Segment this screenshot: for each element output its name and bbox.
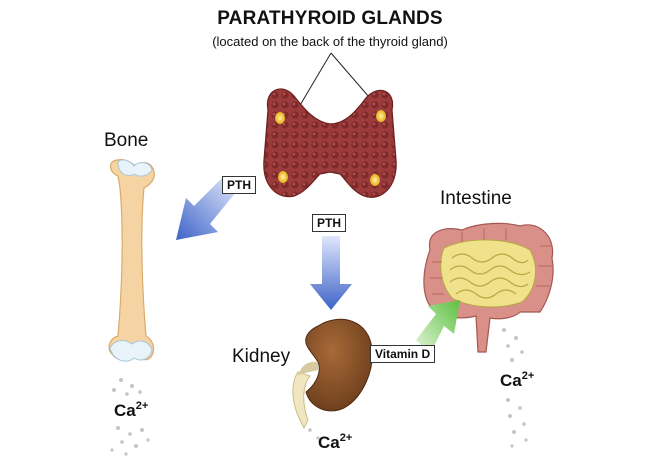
kidney-label: Kidney <box>232 346 291 367</box>
vitamin-d-tag: Vitamin D <box>370 345 436 363</box>
calcium-label-kidney: Ca2+ <box>318 432 353 452</box>
pth-tag-kidney: PTH <box>312 214 346 232</box>
calcium-label-intestine: Ca2+ <box>500 370 535 390</box>
calcium-label-bone: Ca2+ <box>114 400 149 420</box>
pth-arrow-to-bone <box>176 178 236 240</box>
kidney <box>292 318 373 430</box>
pth-tag-bone: PTH <box>222 176 256 194</box>
small-intestine-folds <box>449 253 531 299</box>
parathyroid-gland <box>275 112 285 124</box>
pth-arrow-to-kidney <box>310 236 352 310</box>
diagram-title: PARATHYROID GLANDS <box>217 8 443 29</box>
colon-segments <box>430 228 552 295</box>
intestine <box>423 222 554 353</box>
calcium-dots <box>110 328 528 456</box>
intestine-label: Intestine <box>440 188 512 209</box>
bone <box>108 158 155 362</box>
parathyroid-gland <box>376 110 386 122</box>
thyroid-gland <box>263 88 397 198</box>
vitamin-d-arrow <box>416 300 460 354</box>
parathyroid-gland <box>278 171 288 183</box>
diagram-subtitle: (located on the back of the thyroid glan… <box>212 34 448 49</box>
parathyroid-gland <box>370 174 380 186</box>
bone-label: Bone <box>104 130 149 151</box>
